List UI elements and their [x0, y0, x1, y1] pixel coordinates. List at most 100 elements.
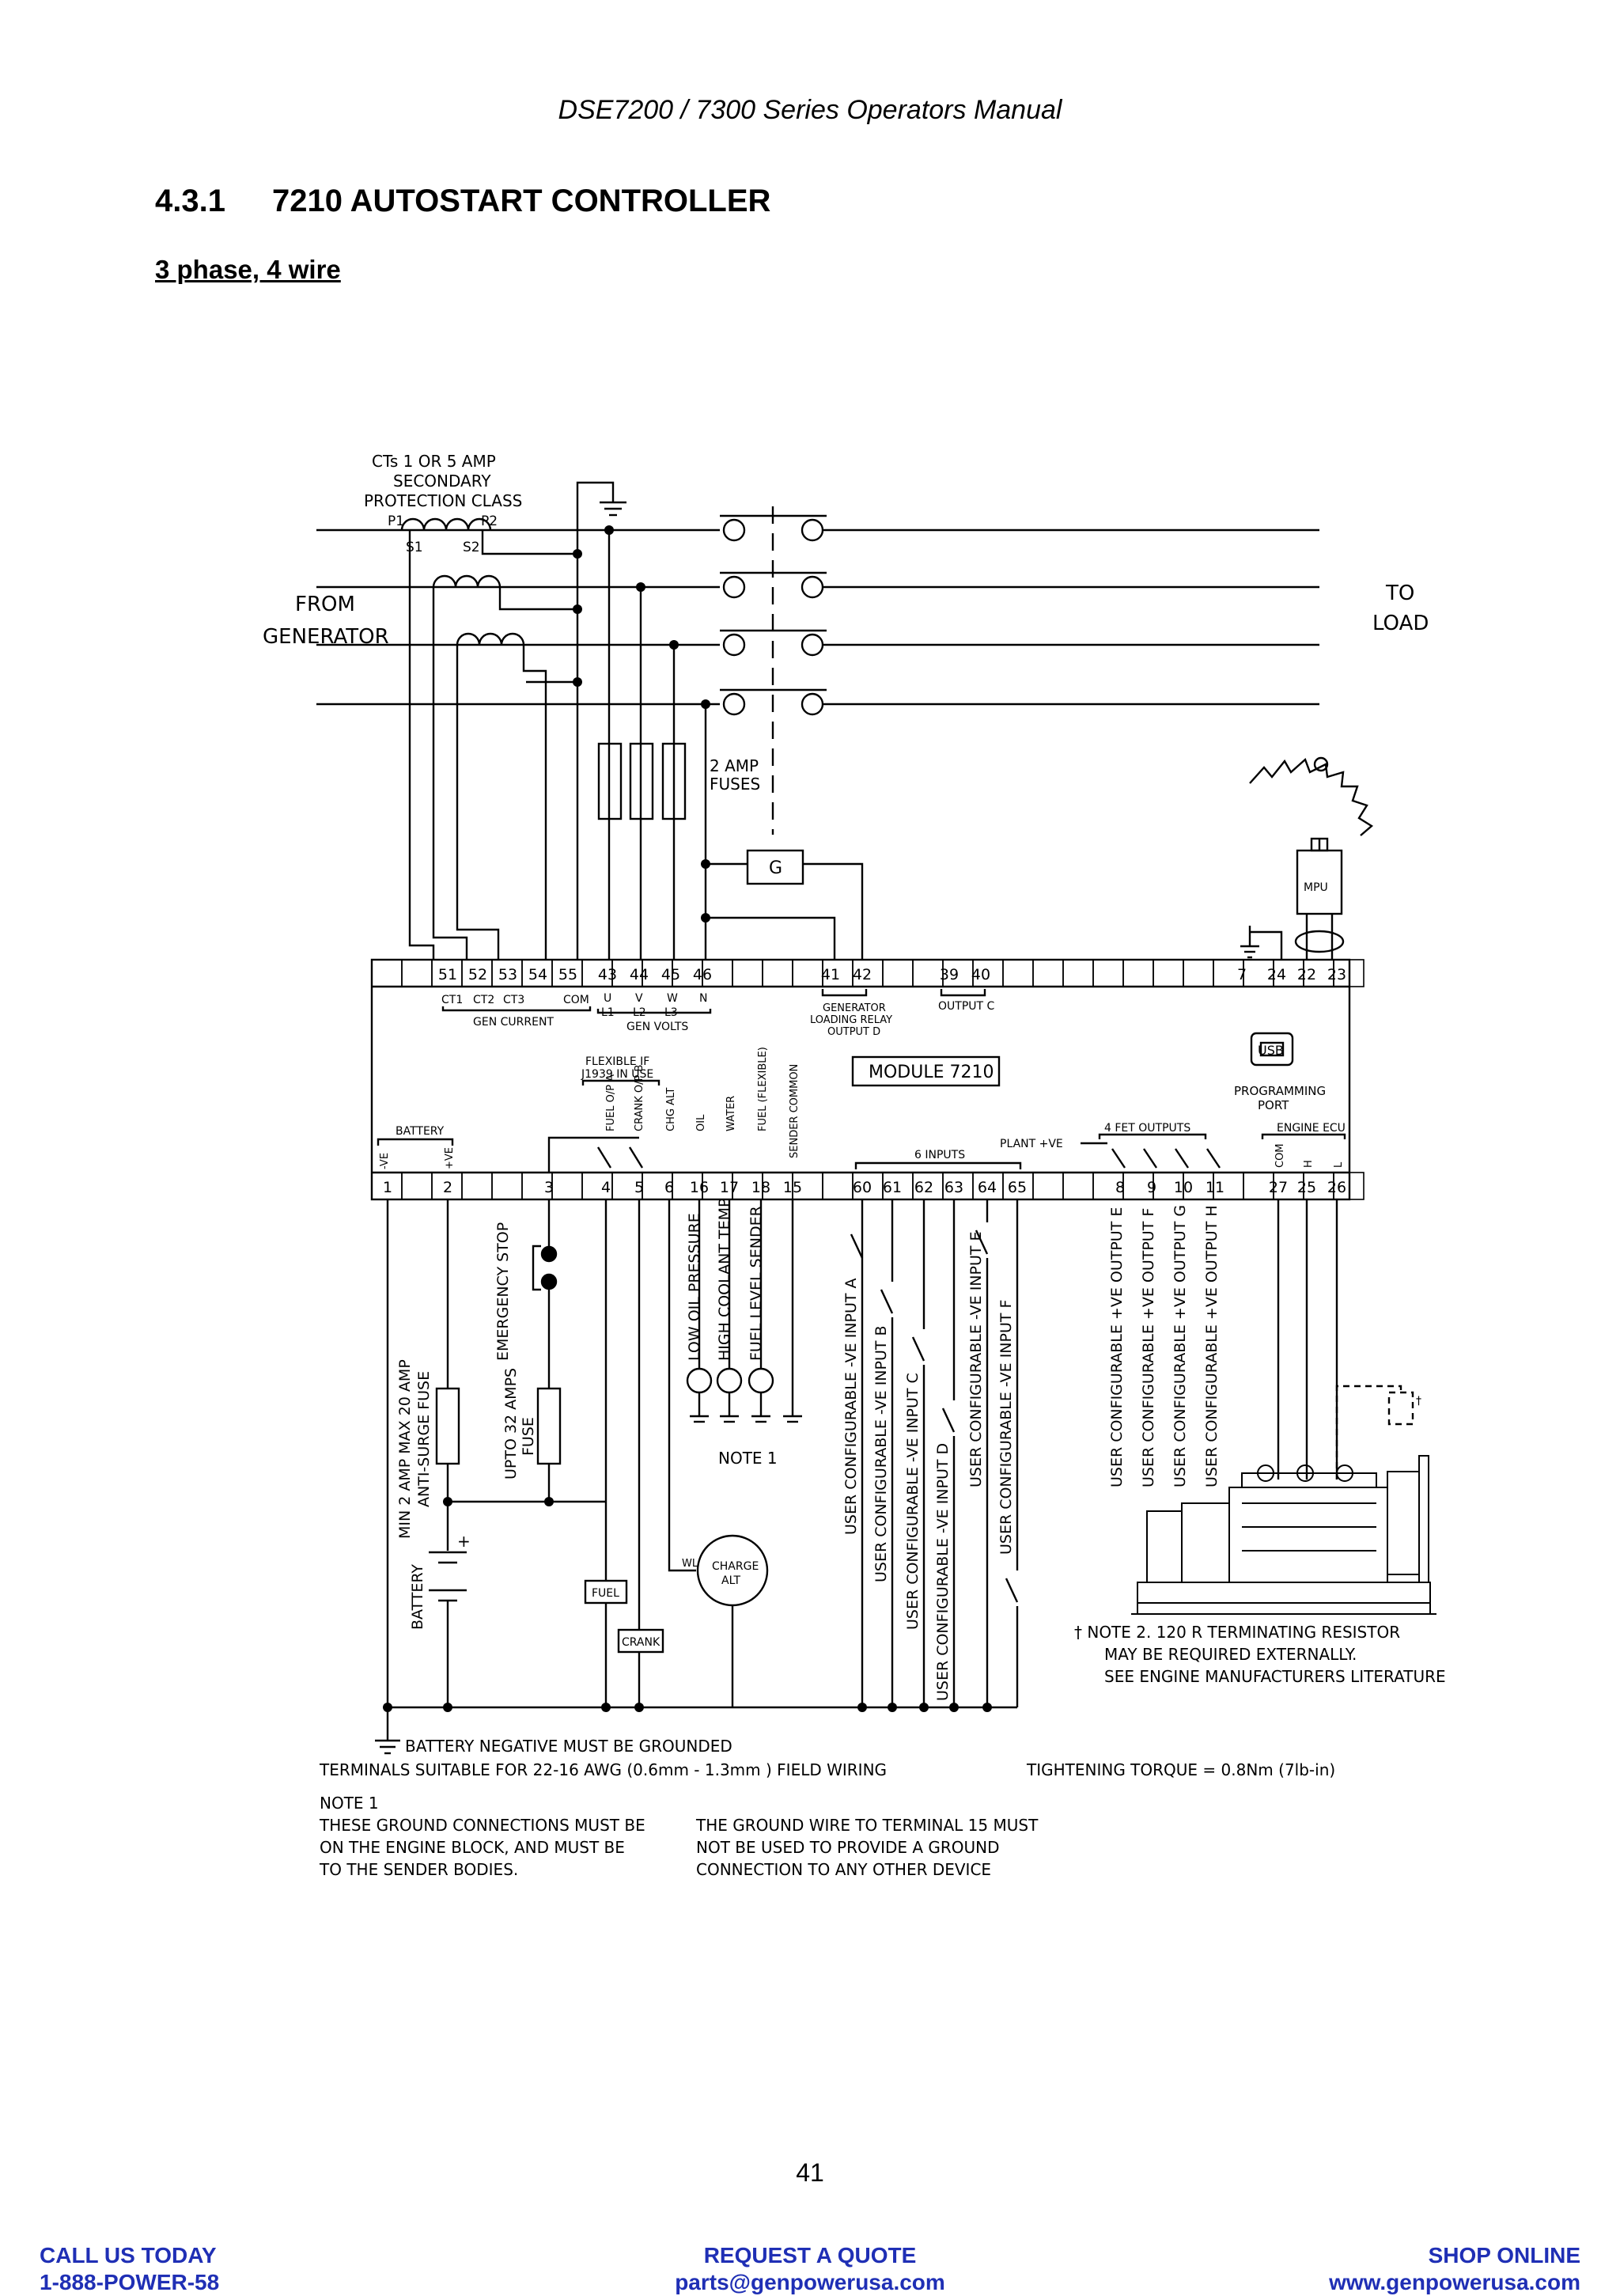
engine-ecu-bracket: [1261, 1133, 1346, 1139]
note1-inline: NOTE 1: [718, 1449, 778, 1468]
section-number: 4.3.1: [155, 184, 225, 218]
stop-fuse-label-1: UPTO 32 AMPS: [502, 1368, 520, 1480]
vlabel-water: WATER: [725, 1096, 737, 1131]
l-name-2: L2: [633, 1006, 646, 1019]
fuses-note-line-2: FUSES: [710, 775, 760, 794]
battery-fuse: [435, 1387, 460, 1465]
six-inputs-bracket: [854, 1161, 1022, 1169]
top-terminal-cell: [401, 959, 433, 987]
output-d-bracket: [821, 989, 868, 997]
output-label-f: USER CONFIGURABLE +VE OUTPUT F: [1140, 1208, 1157, 1487]
bottom-terminal-64: 64: [978, 1179, 997, 1196]
sender-label-oil: LOW OIL PRESSURE: [686, 1213, 703, 1361]
footer-shop-title: SHOP ONLINE: [1428, 2243, 1580, 2268]
bottom-terminal-1: 1: [383, 1179, 392, 1196]
top-terminal-54: 54: [528, 966, 547, 983]
sensing-fuse-1: [597, 742, 623, 820]
battery-pos-label: +VE: [444, 1147, 456, 1169]
bottom-terminal-62: 62: [914, 1179, 933, 1196]
bottom-terminal-4: 4: [601, 1179, 611, 1196]
section-title: 7210 AUTOSTART CONTROLLER: [272, 184, 771, 218]
ct-coil-2: [432, 574, 502, 588]
from-generator-line-2: GENERATOR: [263, 625, 389, 649]
ecu-pin-com: COM: [1274, 1143, 1286, 1168]
ct-note-line-3: PROTECTION CLASS: [364, 491, 522, 510]
battery-symbol: [429, 1551, 467, 1602]
ct-name-2: CT2: [473, 994, 494, 1006]
sender-ground-symbols: [690, 1392, 802, 1423]
top-terminal-cell: [1153, 959, 1184, 987]
note1-title: NOTE 1: [320, 1794, 379, 1813]
vlabel-fuel-flexible: FUEL (FLEXIBLE): [757, 1047, 769, 1131]
bottom-terminal-10: 10: [1174, 1179, 1193, 1196]
top-terminal-24: 24: [1267, 966, 1286, 983]
volt-name-u: U: [604, 992, 611, 1005]
ct3-s1-lead: [456, 645, 500, 960]
l-name-1: L1: [601, 1006, 615, 1019]
bottom-terminal-cell: [401, 1172, 433, 1200]
footer-website-link[interactable]: www.genpowerusa.com: [1329, 2270, 1580, 2294]
mpu-screen-lead: [1250, 930, 1283, 960]
footer-phone-link[interactable]: 1-888-POWER-58: [40, 2270, 220, 2294]
bottom-terminal-27: 27: [1269, 1179, 1288, 1196]
vlabel-crank: CRANK O/P B: [634, 1065, 645, 1131]
mpu-screen: [1294, 930, 1345, 953]
ecu-pin-l: L: [1333, 1161, 1345, 1168]
ground-note-line-3: CONNECTION TO ANY OTHER DEVICE: [696, 1860, 991, 1879]
gen-current-label: GEN CURRENT: [473, 1016, 554, 1029]
ct-coil-1: [400, 517, 492, 531]
vlabel-sender-common: SENDER COMMON: [789, 1064, 801, 1158]
output-d-line-1: GENERATOR: [823, 1002, 886, 1014]
output-d-line-2: LOADING RELAY: [810, 1014, 892, 1026]
bottom-terminal-2: 2: [443, 1179, 452, 1196]
gen-volts-label: GEN VOLTS: [626, 1021, 688, 1033]
ct-term-p2: P2: [481, 513, 498, 529]
ct-term-s2: S2: [463, 540, 480, 555]
section-heading: 4.3.1 7210 AUTOSTART CONTROLLER: [155, 184, 770, 219]
output-label-e: USER CONFIGURABLE +VE OUTPUT E: [1108, 1207, 1126, 1487]
programming-port-line-1: PROGRAMMING: [1234, 1084, 1326, 1098]
to-load-line-2: LOAD: [1372, 612, 1429, 635]
output-label-g: USER CONFIGURABLE +VE OUTPUT G: [1171, 1205, 1189, 1487]
top-terminal-cell: [1032, 959, 1064, 987]
battery-fuse-label-2: ANTI-SURGE FUSE: [415, 1371, 433, 1507]
volt-name-w: W: [667, 992, 678, 1005]
vlabel-fuel: FUEL O/P A: [605, 1074, 617, 1131]
input-label-e: USER CONFIGURABLE -VE INPUT E: [967, 1231, 985, 1487]
top-terminal-cell: [1333, 959, 1365, 987]
input-label-b: USER CONFIGURABLE -VE INPUT B: [872, 1325, 890, 1582]
bottom-terminal-26: 26: [1327, 1179, 1346, 1196]
footer-email-link[interactable]: parts@genpowerusa.com: [675, 2270, 945, 2294]
top-terminal-46: 46: [693, 966, 712, 983]
emergency-stop-label: EMERGENCY STOP: [494, 1222, 512, 1361]
top-terminal-cell: [732, 959, 763, 987]
programming-port-line-2: PORT: [1258, 1098, 1289, 1112]
l-name-3: L3: [664, 1006, 678, 1019]
emergency-stop-switch: [532, 1245, 558, 1291]
g-relay-lead-b: [803, 862, 864, 960]
bottom-terminal-15: 15: [783, 1179, 802, 1196]
bottom-terminal-cell: [491, 1172, 523, 1200]
top-terminal-41: 41: [821, 966, 840, 983]
ct-name-3: CT3: [503, 994, 524, 1006]
to-load-line-1: TO: [1385, 582, 1414, 605]
bottom-terminal-3: 3: [544, 1179, 554, 1196]
terminals-note: TERMINALS SUITABLE FOR 22-16 AWG (0.6mm …: [319, 1760, 887, 1779]
flexible-line-2: J1939 IN USE: [581, 1068, 653, 1081]
crank-relay-label: CRANK: [622, 1636, 660, 1649]
ecu-pin-h: H: [1303, 1160, 1315, 1168]
bottom-terminal-18: 18: [751, 1179, 770, 1196]
ct-name-com: COM: [563, 994, 589, 1006]
section-subtitle: 3 phase, 4 wire: [155, 255, 341, 284]
top-terminal-43: 43: [598, 966, 617, 983]
battery-ground-symbol: [375, 1739, 400, 1755]
bottom-terminal-11: 11: [1206, 1179, 1224, 1196]
ct2-s1-lead: [432, 587, 468, 960]
vlabel-chg-alt: CHG ALT: [665, 1088, 677, 1131]
volt-name-n: N: [699, 992, 707, 1005]
fet-outputs-label: 4 FET OUTPUTS: [1104, 1122, 1190, 1135]
footer-call: CALL US TODAY 1-888-POWER-58: [40, 2242, 219, 2296]
top-terminal-51: 51: [438, 966, 457, 983]
